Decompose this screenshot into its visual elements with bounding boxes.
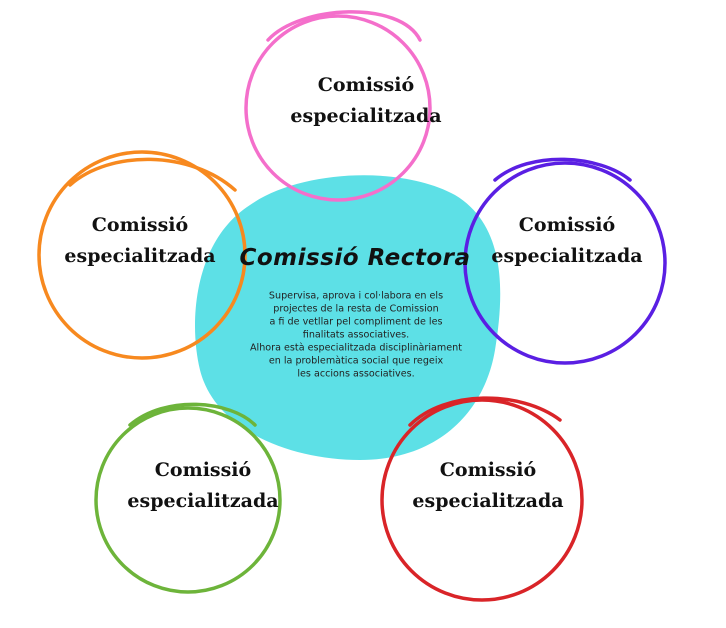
description-line: Supervisa, aprova i col·labora en els bbox=[268, 290, 444, 302]
circle-pink bbox=[244, 10, 432, 202]
commission-name: Comissió bbox=[154, 459, 252, 481]
center-blob bbox=[195, 175, 501, 460]
description-line: a fi de vetllar pel compliment de les bbox=[269, 316, 443, 328]
description-line: en la problemàtica social que regeix bbox=[268, 355, 444, 367]
commission-name: Comissió bbox=[91, 214, 189, 236]
circle-purple bbox=[463, 157, 667, 365]
description-line: Alhora està especialitzada disciplinària… bbox=[249, 342, 463, 354]
commission-label-bottom-right: Comissió especialitzada bbox=[412, 455, 563, 517]
commission-type: especialitzada bbox=[491, 245, 643, 267]
circle-green bbox=[94, 402, 282, 594]
description-line: projectes de la resta de Comission bbox=[273, 303, 439, 315]
commission-type: especialitzada bbox=[64, 245, 216, 267]
circle-red bbox=[380, 396, 584, 602]
commission-label-top: Comissió especialitzada bbox=[290, 70, 441, 132]
commission-label-right: Comissió especialitzada bbox=[491, 210, 642, 272]
center-description: Supervisa, aprova i col·labora en els pr… bbox=[250, 290, 462, 381]
commission-type: especialitzada bbox=[127, 490, 279, 512]
commission-name: Comissió bbox=[518, 214, 616, 236]
commission-name: Comissió bbox=[317, 74, 415, 96]
commission-label-bottom-left: Comissió especialitzada bbox=[127, 455, 278, 517]
commission-type: especialitzada bbox=[412, 490, 564, 512]
commission-label-left: Comissió especialitzada bbox=[64, 210, 215, 272]
description-line: les accions associatives. bbox=[297, 368, 415, 380]
center-title: Comissió Rectora bbox=[239, 245, 471, 271]
description-line: finalitats associatives. bbox=[302, 329, 410, 341]
circle-orange bbox=[37, 150, 247, 360]
commission-type: especialitzada bbox=[290, 105, 442, 127]
commission-name: Comissió bbox=[439, 459, 537, 481]
